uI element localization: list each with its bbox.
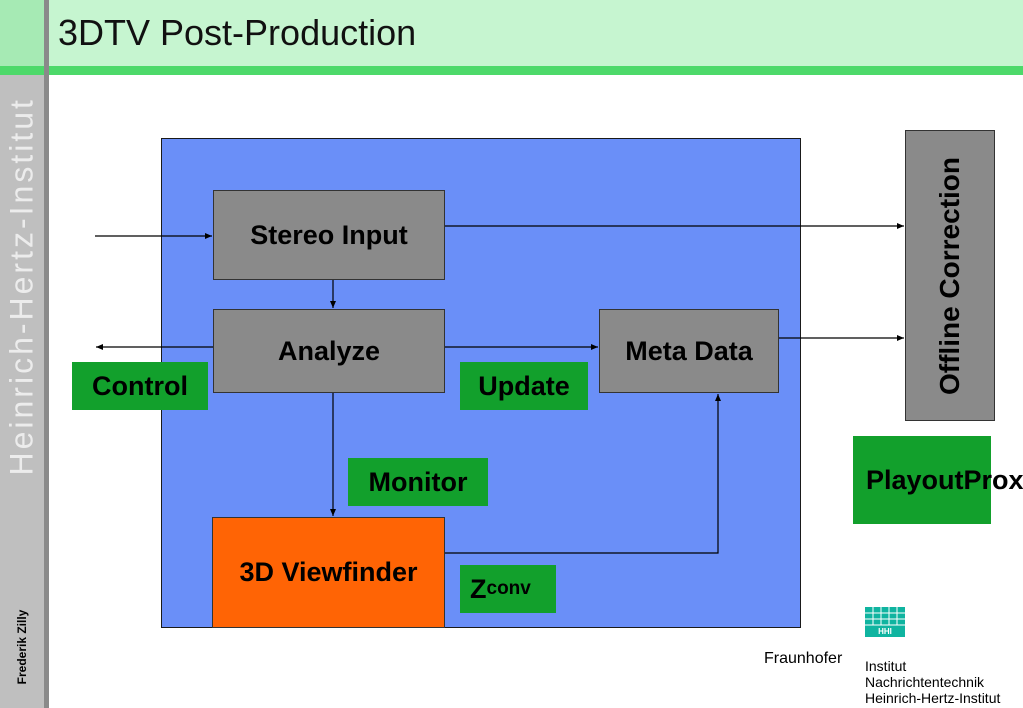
playout-line1: Playout — [866, 465, 964, 495]
hhi-logo-icon: HHI — [865, 607, 905, 637]
sidebar — [0, 75, 44, 708]
offline-correction-label: Offline Correction — [934, 156, 966, 395]
offline-correction-node: Offline Correction — [905, 130, 995, 421]
zconv-main: Z — [470, 573, 487, 604]
institute-line1: Institut — [865, 658, 907, 674]
hhi-badge-text: HHI — [878, 627, 892, 636]
institute-line3: Heinrich-Hertz-Institut — [865, 690, 1001, 706]
update-tag: Update — [460, 362, 588, 410]
sidebar-institute-text: Heinrich-Hertz-Institut — [3, 97, 40, 476]
institute-line2: Nachrichtentechnik — [865, 674, 985, 690]
fraunhofer-label: Fraunhofer — [764, 650, 843, 667]
sidebar-edge — [44, 0, 49, 708]
corner-block — [0, 0, 44, 66]
zconv-subscript: conv — [486, 578, 531, 599]
playout-proxy-tag: Playout Proxy — [853, 436, 1023, 524]
playout-line2: Proxy — [963, 465, 1023, 495]
title-divider — [0, 66, 1023, 75]
viewfinder-node: 3D Viewfinder — [212, 517, 445, 628]
slide-title: 3DTV Post-Production — [58, 12, 417, 53]
author-name: Frederik Zilly — [15, 609, 29, 685]
stereo-input-node: Stereo Input — [213, 190, 445, 280]
meta-data-node: Meta Data — [599, 309, 779, 393]
analyze-node: Analyze — [213, 309, 445, 393]
title-bar — [0, 0, 1023, 66]
control-tag: Control — [72, 362, 208, 410]
monitor-tag: Monitor — [348, 458, 488, 506]
